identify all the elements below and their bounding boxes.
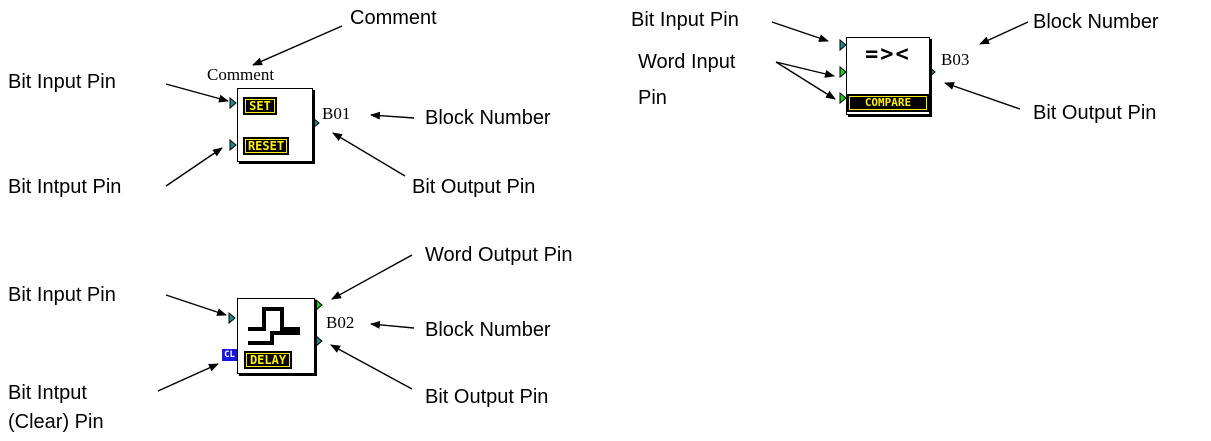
sr-block-number: B01 (322, 104, 351, 123)
label-dl-clear-line2: (Clear) Pin (8, 411, 104, 433)
sr-bit-output-pin[interactable] (312, 116, 320, 130)
delay-tag: DELAY (244, 351, 292, 369)
clear-pin-tag[interactable]: CL (222, 349, 237, 361)
dl-bit-output-pin[interactable] (315, 334, 323, 348)
compare-block[interactable]: =>< COMPARE (846, 37, 930, 115)
reset-tag: RESET (243, 137, 289, 155)
label-dl-bit-input: Bit Input Pin (8, 284, 116, 306)
arrow-dl-word-output (331, 254, 413, 300)
arrow-dl-block-number (370, 320, 415, 329)
label-sr-block-number: Block Number (425, 107, 551, 129)
label-sr-bit-input-bottom: Bit Intput Pin (8, 176, 122, 198)
label-cmp-bit-output: Bit Output Pin (1033, 102, 1157, 124)
sr-comment-text: Comment (207, 65, 275, 84)
arrow-sr-block-number (370, 111, 415, 120)
cmp-block-number: B03 (941, 50, 970, 69)
arrow-dl-clear (157, 363, 219, 392)
label-cmp-block-number: Block Number (1033, 11, 1159, 33)
label-comment: Comment (350, 7, 437, 29)
label-cmp-bit-input: Bit Input Pin (631, 9, 739, 31)
arrow-dl-bit-input (165, 294, 227, 316)
arrow-cmp-word-input-2 (775, 61, 836, 100)
dl-block-number: B02 (326, 313, 355, 332)
compare-tag: COMPARE (847, 94, 929, 112)
arrow-dl-bit-output (330, 344, 413, 390)
compare-symbol: =>< (865, 42, 911, 67)
label-cmp-word-input-line2: Pin (638, 87, 667, 109)
label-sr-bit-input-top: Bit Input Pin (8, 71, 116, 93)
arrow-cmp-bit-output (944, 82, 1021, 110)
delay-waveform-icon (248, 307, 300, 345)
cmp-bit-input-pin[interactable] (839, 38, 847, 52)
arrow-sr-bit-output (332, 132, 406, 177)
set-reset-block[interactable]: SET RESET (237, 88, 313, 162)
label-cmp-word-input-line1: Word Input (638, 51, 736, 73)
label-sr-bit-output: Bit Output Pin (412, 176, 536, 198)
arrow-cmp-block-number (979, 21, 1029, 45)
arrow-sr-bit-input-top (165, 83, 229, 103)
arrow-comment (252, 25, 343, 66)
sr-bit-input-pin-2[interactable] (229, 138, 237, 152)
arrow-cmp-bit-input (771, 21, 829, 42)
dl-bit-input-pin[interactable] (228, 311, 236, 325)
cmp-word-input-pin-1[interactable] (839, 65, 847, 79)
delay-block[interactable]: DELAY (237, 298, 315, 374)
sr-bit-input-pin-1[interactable] (229, 96, 237, 110)
set-tag: SET (243, 97, 277, 115)
arrow-sr-bit-input-bottom (165, 147, 223, 187)
arrow-cmp-word-input-1 (775, 61, 835, 78)
dl-word-output-pin[interactable] (315, 298, 323, 312)
label-dl-bit-output: Bit Output Pin (425, 386, 549, 408)
label-dl-clear-line1: Bit Intput (8, 382, 87, 404)
label-dl-block-number: Block Number (425, 319, 551, 341)
label-dl-word-output: Word Output Pin (425, 244, 573, 266)
cmp-word-input-pin-2[interactable] (839, 91, 847, 105)
